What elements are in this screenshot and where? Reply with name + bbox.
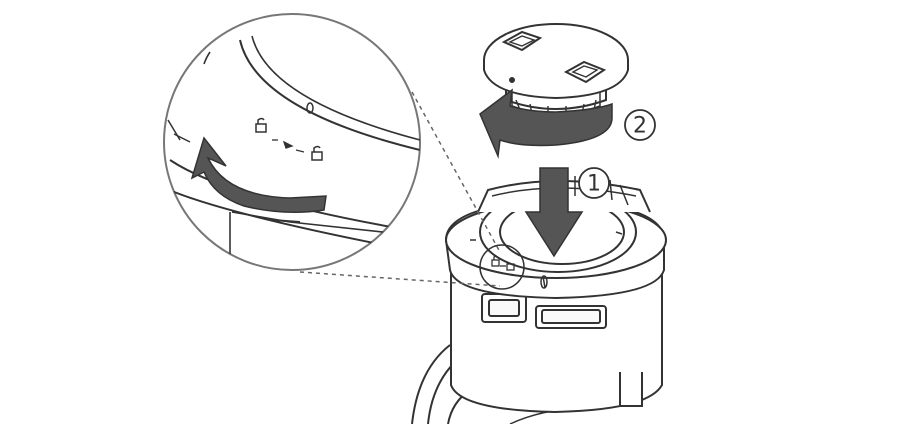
arrow-down-icon	[524, 167, 584, 258]
detail-rotate-arrow-icon	[190, 136, 327, 213]
detail-indicator-marks	[272, 139, 305, 153]
lock-icon	[491, 255, 500, 267]
step-1-label: 1	[578, 167, 610, 199]
detail-unlock-icon	[311, 145, 323, 161]
housing-markers	[470, 231, 623, 289]
unlock-icon	[506, 263, 515, 271]
step-2-label: 2	[624, 109, 656, 141]
step-2-number: 2	[633, 114, 647, 139]
detail-lock-icon	[255, 117, 267, 133]
top-cap	[483, 23, 629, 116]
detail-magnifier	[163, 13, 421, 271]
callout-lines	[299, 91, 501, 287]
lock-indicator	[479, 244, 525, 290]
rotate-arrow-icon	[479, 88, 613, 159]
step-1-number: 1	[587, 172, 601, 197]
